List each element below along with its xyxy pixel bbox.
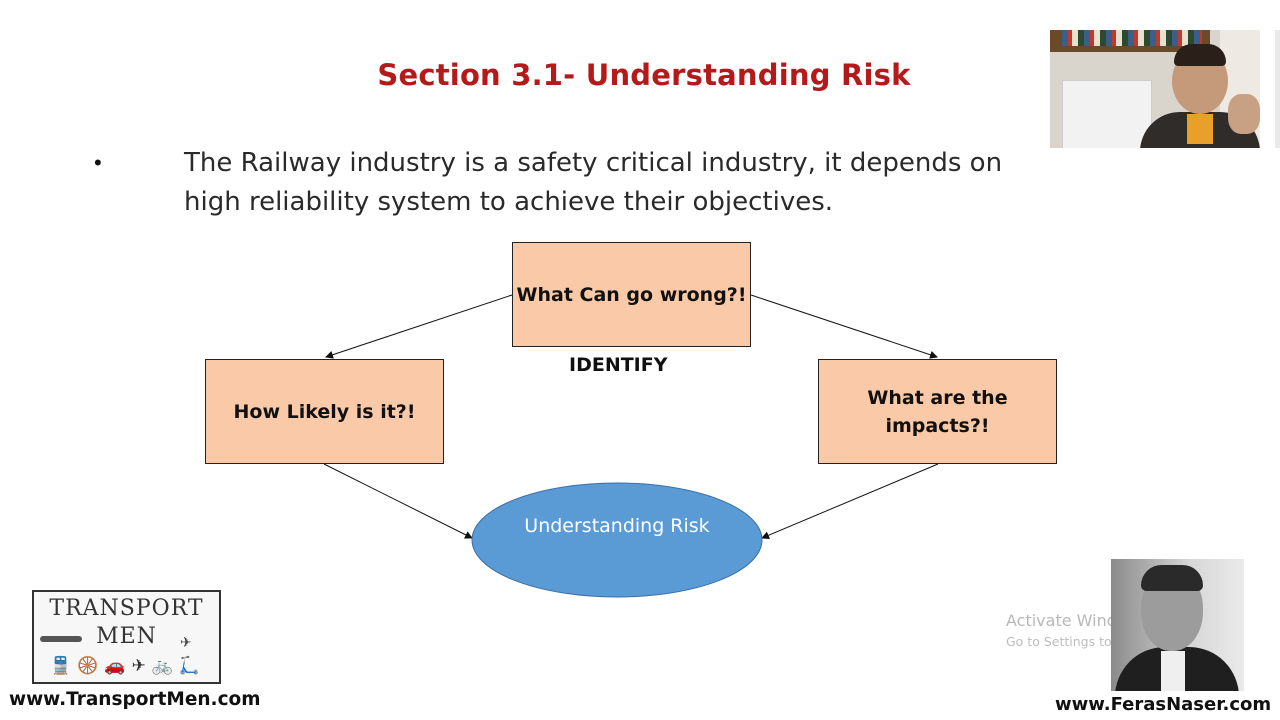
plane-icon: ✈	[180, 634, 192, 650]
transport-mode-icons: 🚆🛞🚗✈🚲🛴	[49, 656, 207, 675]
transportmen-logo: TRANSPORT MEN ✈ 🚆🛞🚗✈🚲🛴	[32, 590, 221, 684]
presenter-webcam	[1050, 30, 1260, 148]
understanding-risk-ellipse	[471, 482, 763, 598]
edge-sliver	[1275, 30, 1280, 148]
how-likely-box: How Likely is it?!	[205, 359, 444, 464]
transportmen-url[interactable]: www.TransportMen.com	[9, 689, 261, 710]
slide-title: Section 3.1- Understanding Risk	[377, 58, 911, 92]
ferasnaser-url[interactable]: www.FerasNaser.com	[1055, 694, 1272, 715]
arrow-top-to-right	[750, 294, 938, 359]
what-can-go-wrong-box: What Can go wrong?!	[512, 242, 751, 347]
arrow-right-to-ellipse	[761, 463, 939, 539]
logo-text-line2: MEN	[96, 624, 157, 649]
presenter-photo	[1111, 559, 1244, 691]
train-icon	[40, 636, 82, 642]
bullet-text: The Railway industry is a safety critica…	[184, 148, 1003, 217]
arrow-top-to-left	[325, 294, 513, 359]
impacts-box: What are the impacts?!	[818, 359, 1057, 464]
understanding-risk-label: Understanding Risk	[524, 515, 710, 537]
logo-text-line1: TRANSPORT	[49, 596, 204, 621]
bullet-dot: •	[94, 150, 102, 175]
identify-label: IDENTIFY	[569, 354, 668, 376]
arrow-left-to-ellipse	[323, 463, 473, 539]
